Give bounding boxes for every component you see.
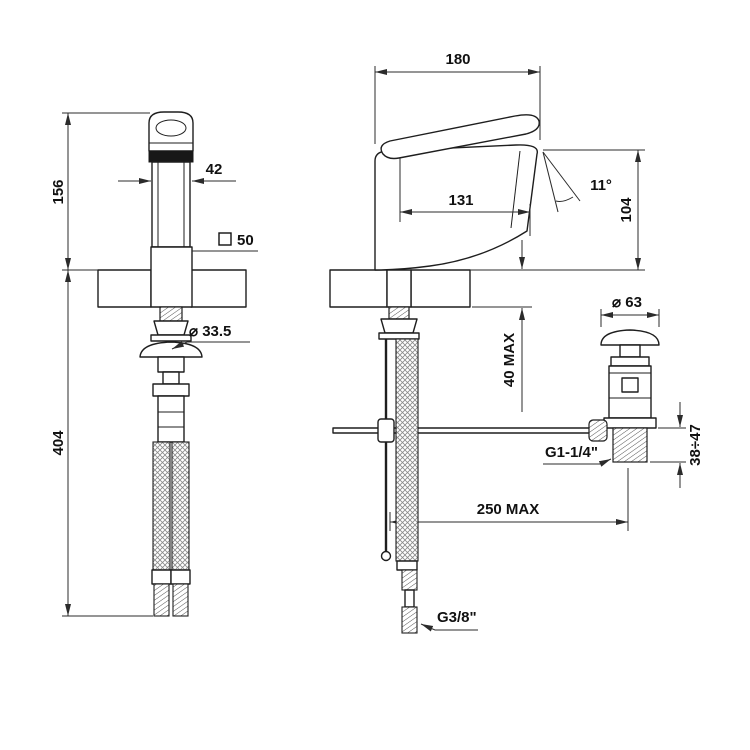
- supply-hose-front: [395, 338, 419, 562]
- dim-11-label: 11°: [590, 177, 612, 194]
- front-view-dimensions: 180 131 11° 104 40 MAX: [374, 51, 704, 632]
- dim-33-5-label: ⌀ 33.5: [189, 323, 231, 340]
- dim-42-label: 42: [206, 161, 223, 178]
- spout-tip-detail: [510, 150, 521, 229]
- waste-neck: [619, 344, 641, 358]
- waste-tailpiece: [612, 427, 648, 463]
- mounting-locknut-side: [153, 320, 189, 336]
- mounting-washer-front: [378, 332, 420, 340]
- side-view: [97, 111, 247, 617]
- dim-104: 104: [470, 149, 645, 271]
- countertop-side-left: [97, 269, 152, 308]
- waste-window: [621, 377, 639, 393]
- mounting-washer-side: [150, 334, 192, 342]
- faucet-handle-side: [148, 111, 194, 152]
- faucet-base-side: [150, 246, 193, 308]
- dim-180: 180: [374, 51, 541, 144]
- drain-neck-side: [157, 356, 185, 373]
- dim-square-50: 50: [192, 232, 258, 252]
- leader-line: [420, 623, 478, 632]
- supply-hose-left: [152, 441, 171, 571]
- leader-line: [543, 458, 612, 467]
- popup-waste: [588, 329, 660, 463]
- dim-40max: 40 MAX: [472, 240, 532, 412]
- dim-g114: G1-1/4": [543, 444, 612, 467]
- angle-line: [542, 151, 559, 213]
- shank-through-deck: [386, 269, 412, 308]
- angle-line: [542, 151, 581, 202]
- spout-body-front: [374, 144, 539, 271]
- drain-slot-side: [162, 371, 180, 385]
- dim-38-47-label: 38÷47: [687, 424, 704, 466]
- dim-63-label: ⌀ 63: [612, 294, 642, 311]
- hose-end-right: [172, 583, 189, 617]
- dim-250max-label: 250 MAX: [477, 501, 540, 518]
- countertop-side-right: [190, 269, 247, 308]
- dim-diameter-63: ⌀ 63: [600, 294, 660, 327]
- rod-clamp: [377, 418, 395, 443]
- hose-nut-left: [151, 569, 172, 585]
- rod-joint-knob: [588, 419, 608, 442]
- dim-g38: G3/8": [420, 609, 478, 632]
- handle-top-detail: [155, 119, 187, 137]
- drain-body-side: [157, 395, 185, 443]
- popup-rod-horizontal: [332, 427, 596, 434]
- dim-131: 131: [399, 158, 531, 236]
- mounting-shank-front: [388, 306, 410, 320]
- waste-upper-flange: [610, 356, 650, 367]
- drain-dome-side: [139, 341, 203, 358]
- handle-collar: [148, 150, 194, 163]
- side-view-dimensions: 156 404 42 50 ⌀ 33.5: [50, 112, 258, 617]
- leader-arrow: [171, 341, 188, 350]
- dim-g114-label: G1-1/4": [545, 444, 598, 461]
- dim-50-label: 50: [237, 232, 254, 249]
- dim-131-label: 131: [448, 192, 473, 209]
- dim-42: 42: [118, 161, 236, 184]
- front-view: [329, 114, 660, 634]
- waste-lower-flange: [603, 417, 657, 429]
- mounting-locknut-front: [380, 318, 418, 334]
- inlet-fitting-upper: [401, 569, 418, 591]
- dim-38-47: 38÷47: [650, 402, 704, 488]
- dim-180-label: 180: [445, 51, 470, 68]
- dim-angle-11: 11°: [542, 151, 612, 213]
- drain-flange-side: [152, 383, 190, 397]
- dim-40max-label: 40 MAX: [501, 333, 518, 387]
- dim-404-label: 404: [50, 430, 67, 456]
- dim-104-label: 104: [618, 197, 635, 223]
- lever-handle-front: [380, 114, 540, 160]
- inlet-fitting-lower: [401, 606, 418, 634]
- waste-cap: [600, 329, 660, 346]
- inlet-fitting-waist: [404, 589, 415, 608]
- mounting-shank-side: [159, 306, 183, 322]
- dim-diameter-33-5: ⌀ 33.5: [171, 323, 250, 350]
- supply-hose-right: [171, 441, 190, 571]
- hose-nut-front: [396, 560, 418, 571]
- hose-end-left: [153, 583, 170, 617]
- countertop-front-right: [410, 269, 471, 308]
- countertop-front-left: [329, 269, 388, 308]
- hose-nut-right: [170, 569, 191, 585]
- angle-arc: [555, 196, 574, 202]
- square-symbol-icon: [218, 232, 232, 246]
- dim-250max: 250 MAX: [389, 468, 629, 531]
- dim-g38-label: G3/8": [437, 609, 477, 626]
- dim-156-label: 156: [50, 179, 67, 204]
- popup-rod-ball: [380, 550, 392, 562]
